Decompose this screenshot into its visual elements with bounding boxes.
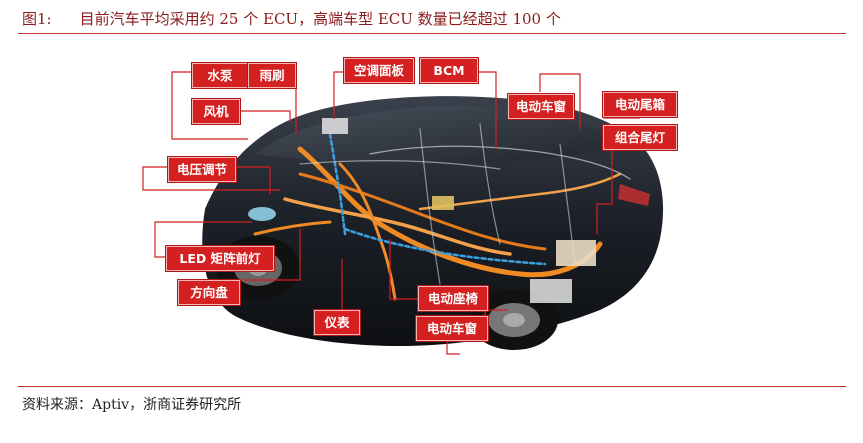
bottom-rule	[18, 386, 846, 387]
label-water-pump: 水泵	[192, 63, 248, 88]
label-ac-panel: 空调面板	[344, 58, 414, 83]
label-fan: 风机	[192, 99, 240, 124]
label-power-window-bottom: 电动车窗	[416, 316, 488, 341]
top-rule	[18, 33, 846, 34]
label-power-seat: 电动座椅	[418, 286, 488, 311]
label-voltage-regulation: 电压调节	[168, 157, 236, 182]
source-note: 资料来源：Aptiv，浙商证券研究所	[22, 397, 242, 413]
car-illustration	[142, 71, 664, 355]
figure-title: 图1: 目前汽车平均采用约 25 个 ECU，高端车型 ECU 数量已经超过 10…	[22, 8, 561, 29]
figure-number: 图1:	[22, 10, 52, 28]
figure-caption: 目前汽车平均采用约 25 个 ECU，高端车型 ECU 数量已经超过 100 个	[79, 10, 561, 28]
label-bcm: BCM	[420, 58, 478, 83]
label-power-tailgate: 电动尾箱	[603, 92, 677, 117]
label-power-window-top: 电动车窗	[508, 94, 574, 119]
ecu-diagram: 水泵 雨刷 空调面板 BCM 电动车窗 电动尾箱 风机 组合尾灯 电压调节 LE…	[0, 34, 863, 384]
callout-leaders	[142, 71, 640, 355]
car-body	[202, 96, 664, 350]
taillight	[618, 184, 650, 206]
ecu-modules	[322, 118, 596, 303]
label-led-headlight: LED 矩阵前灯	[166, 246, 274, 271]
label-wiper: 雨刷	[248, 63, 296, 88]
headlight	[248, 207, 276, 221]
wiring-harness	[253, 123, 631, 301]
label-steering-wheel: 方向盘	[178, 280, 240, 305]
label-instrument: 仪表	[314, 310, 360, 335]
label-combo-taillight: 组合尾灯	[603, 125, 677, 150]
